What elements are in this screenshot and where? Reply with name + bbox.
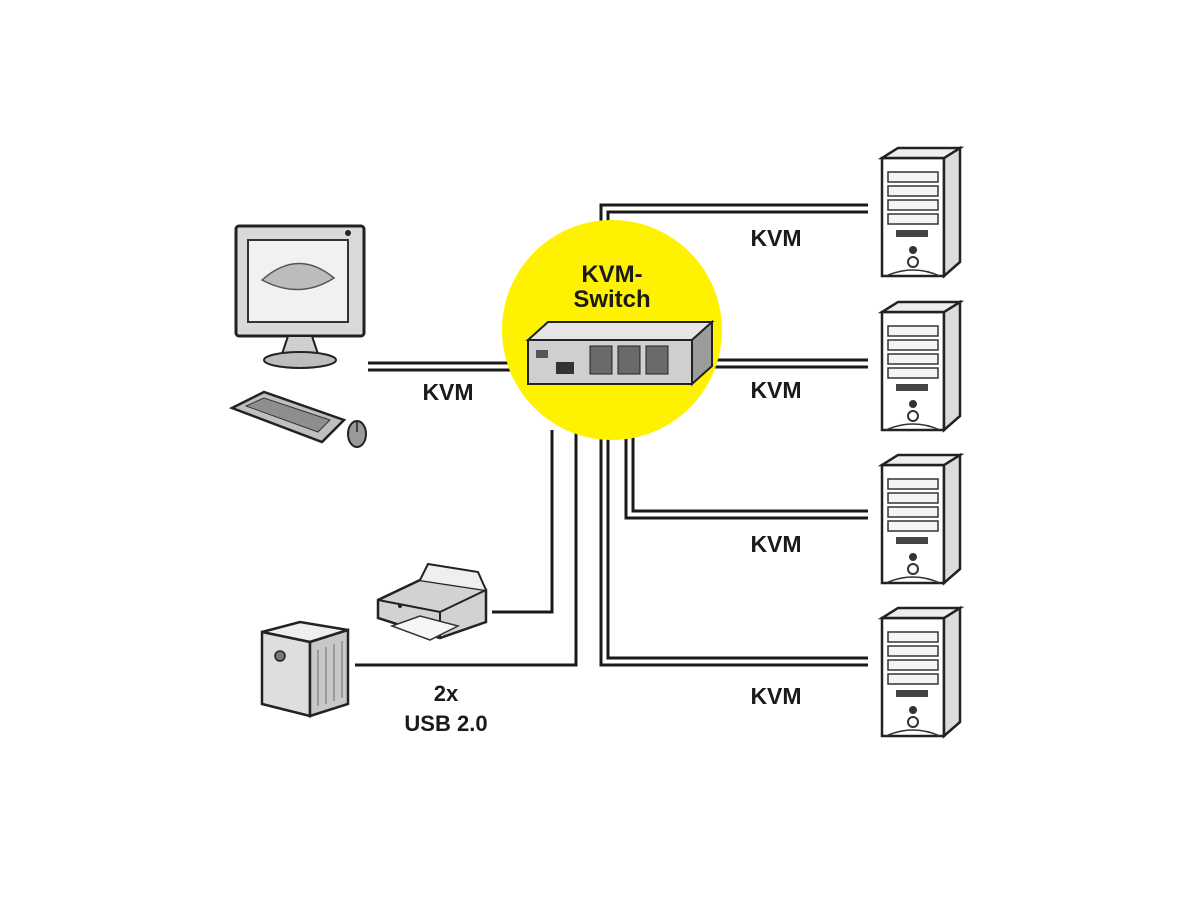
console-cable-label: KVM [422,379,473,405]
labels: KVM KVM KVM KVM KVM 2x USB 2.0 [401,222,804,739]
external-drive-icon [260,620,350,718]
hub-title-line1: KVM- [581,261,642,288]
cable-printer [492,430,554,614]
kvm-switch-hub: KVM- Switch [502,220,722,440]
usb-label-line1: 2x [434,681,459,706]
cable-server-4 [599,430,868,667]
server-tower-icon [880,606,962,738]
server-2-cable-label: KVM [750,377,801,403]
server-tower-icon [880,300,962,432]
server-1 [880,146,962,278]
mouse-icon [347,420,367,448]
hub-title-line2: Switch [573,286,650,313]
cable-console [368,361,530,372]
cable-server-3 [624,430,868,520]
server-4-cable-label: KVM [750,683,801,709]
server-4 [880,606,962,738]
kvm-switch-icon [525,319,715,387]
usb-label-line2: USB 2.0 [404,711,487,736]
monitor-icon [234,224,366,369]
keyboard-icon [228,390,347,444]
console-devices [228,224,367,448]
cable-drive [355,430,578,667]
server-3-cable-label: KVM [750,531,801,557]
server-2 [880,300,962,432]
server-3 [880,453,962,585]
server-1-cable-label: KVM [750,225,801,251]
server-tower-icon [880,146,962,278]
printer-icon [376,562,488,641]
cable-server-2 [705,358,868,369]
server-tower-icon [880,453,962,585]
